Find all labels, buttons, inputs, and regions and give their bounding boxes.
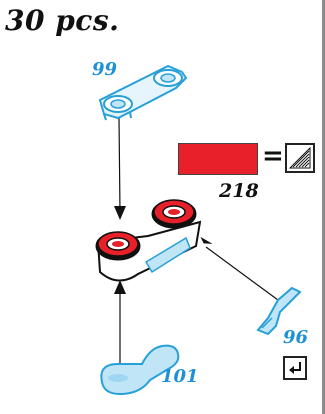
- cap-part: [100, 344, 180, 396]
- clip-part: [256, 286, 302, 336]
- paint-color-swatch: [178, 143, 258, 175]
- matte-finish-icon: [285, 143, 315, 173]
- paint-code: 218: [219, 180, 259, 202]
- bracket-part: [98, 64, 188, 121]
- arrow-line-bracket: [118, 117, 121, 213]
- arrow-line-clip: [205, 246, 279, 301]
- turn-arrow-icon: [283, 356, 307, 380]
- arrow-head-down: [114, 206, 126, 220]
- equals-sign: =: [262, 141, 284, 171]
- part-number-bracket: 99: [92, 59, 118, 80]
- quantity-label: 30 pcs.: [5, 4, 120, 37]
- arrow-head-left: [200, 236, 213, 244]
- part-number-clip: 96: [283, 327, 309, 348]
- part-number-cap: 101: [161, 366, 199, 387]
- assembly-part: [95, 199, 202, 282]
- assembly-arrows: [118, 117, 279, 372]
- arrow-head-up: [114, 280, 126, 294]
